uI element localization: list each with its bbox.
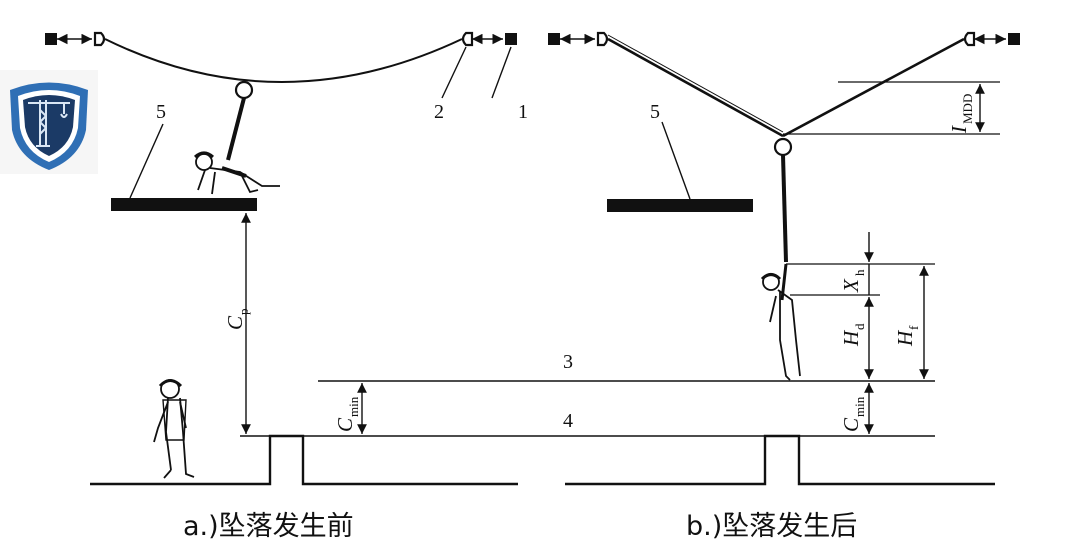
dim-cmin-left: C min [333,396,361,432]
dim-cmin-right: C min [839,396,867,432]
shield-crane-logo-icon [10,82,88,170]
svg-text:H: H [839,329,863,347]
anchor-block-icon [45,33,57,45]
svg-text:min: min [852,396,867,417]
label-1: 1 [518,101,528,123]
absorber-icon [596,31,609,47]
lifeline-left-panel [45,31,517,99]
svg-text:p: p [236,309,251,316]
label-3: 3 [563,351,573,373]
worker-figure-icon [194,151,280,195]
label-5-right: 5 [650,101,660,123]
absorber-icon [93,31,106,47]
logo [0,70,98,174]
svg-text:f: f [906,325,921,330]
caption-after: b.)坠落发生后 [686,511,858,542]
lanyard-left [226,80,254,161]
svg-text:C: C [333,417,357,432]
svg-text:X: X [839,278,863,293]
svg-text:min: min [346,396,361,417]
svg-text:C: C [223,315,247,330]
svg-text:h: h [852,269,867,276]
worker-figure-icon [153,379,195,479]
svg-text:C: C [839,417,863,432]
anchor-block-icon [1008,33,1020,45]
svg-text:d: d [852,323,867,330]
lifeline-right-panel [548,31,1020,138]
lanyard-right [773,137,793,263]
svg-text:I: I [947,125,971,134]
label-5-left: 5 [156,101,166,123]
worker-figure-icon [760,263,801,381]
platform-right [607,199,753,212]
svg-text:MDD: MDD [960,94,975,124]
absorber-icon [461,31,474,47]
label-4: 4 [563,410,573,432]
dim-cp: C p [223,309,251,331]
caption-before: a.)坠落发生前 [183,511,354,542]
dim-xh: X h [839,269,867,293]
dim-imdd: I MDD [947,94,975,134]
dim-hd: H d [839,323,867,347]
label-2: 2 [434,101,444,123]
svg-text:H: H [893,329,917,347]
anchor-block-icon [548,33,560,45]
dim-hf: H f [893,325,921,347]
absorber-icon [963,31,976,47]
anchor-block-icon [505,33,517,45]
platform-left [111,198,257,211]
